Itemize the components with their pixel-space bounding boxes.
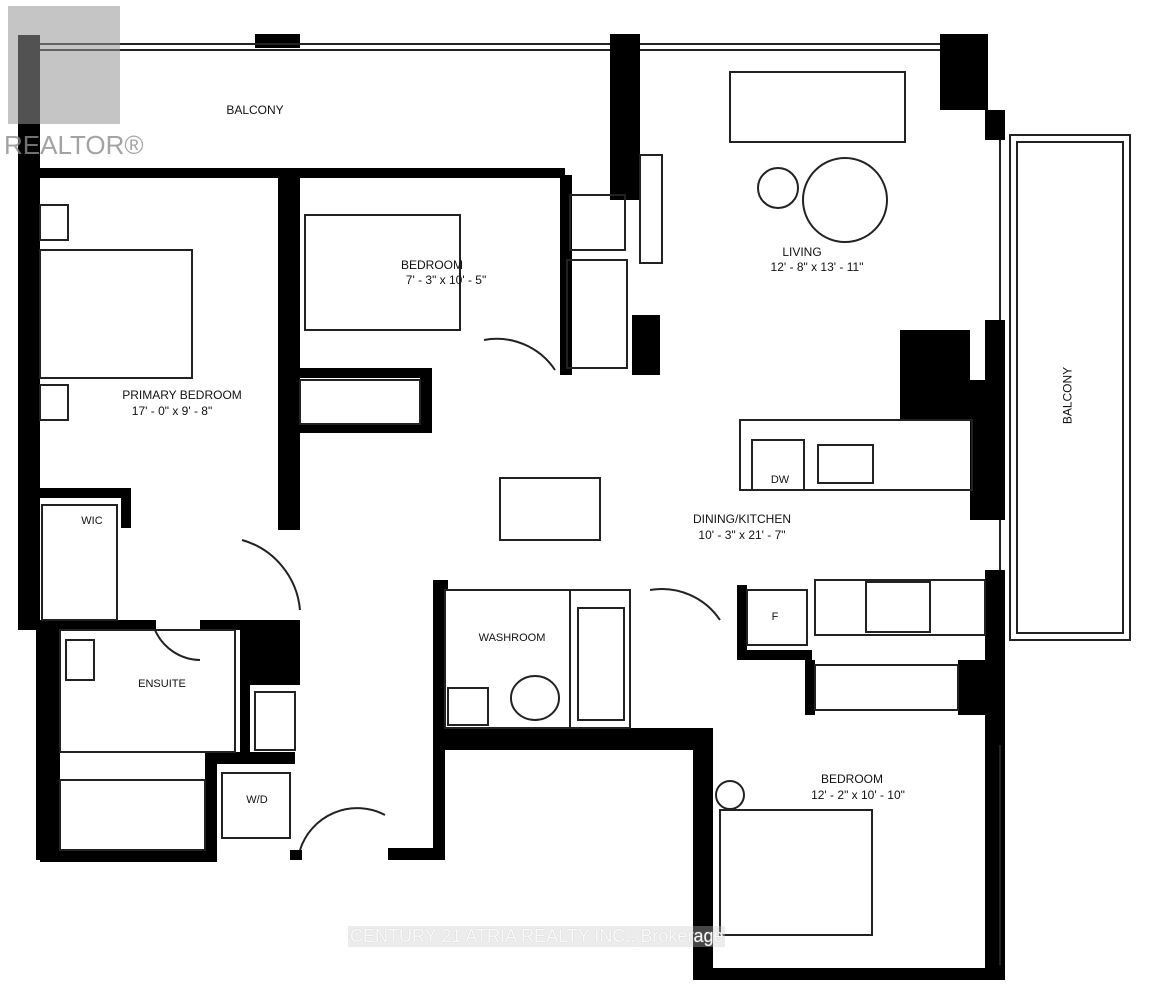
dishwasher-label: DW	[770, 474, 790, 486]
balcony-right-label: BALCONY	[1060, 366, 1075, 425]
bedroom2-dims: 7' - 3" x 10' - 5"	[405, 273, 487, 287]
fridge-label: F	[771, 611, 779, 623]
living-name: LIVING	[782, 245, 822, 259]
bedroom3-dims: 12' - 2" x 10' - 10"	[811, 788, 905, 802]
walls	[18, 34, 1005, 980]
dining-name: DINING/KITCHEN	[692, 512, 792, 526]
wic-label: WIC	[81, 515, 103, 527]
washer-dryer-label: W/D	[246, 794, 268, 806]
lines	[39, 43, 1131, 965]
balcony-top-label: BALCONY	[226, 103, 284, 117]
washroom-label: WASHROOM	[478, 632, 546, 644]
bedroom2-name: BEDROOM	[400, 258, 464, 272]
primary-name: PRIMARY BEDROOM	[122, 388, 242, 402]
living-dims: 12' - 8" x 13' - 11"	[770, 260, 864, 274]
realtor-logo: REALTOR®	[0, 6, 144, 160]
dining-dims: 10' - 3" x 21' - 7"	[698, 528, 786, 542]
realtor-logo-text: REALTOR®	[4, 130, 144, 160]
primary-dims: 17' - 0" x 9' - 8"	[131, 404, 213, 418]
ensuite-label: ENSUITE	[138, 678, 186, 690]
brokerage-watermark: CENTURY 21 ATRIA REALTY INC., Brokerage	[348, 926, 726, 947]
bedroom3-name: BEDROOM	[820, 772, 884, 786]
realtor-logo-mark	[8, 6, 120, 124]
